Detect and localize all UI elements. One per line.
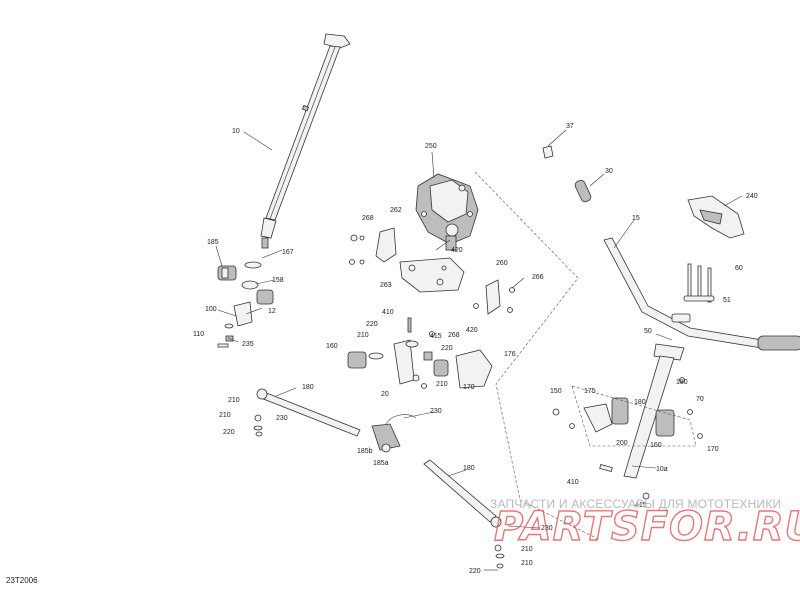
part-drawings: [217, 33, 800, 569]
steering-column-lower: [599, 343, 685, 500]
watermark: ЗАПЧАСТИ И АКСЕССУАРЫ ДЛЯ МОТОТЕХНИКИ PA…: [490, 497, 800, 551]
power-steering-unit: [415, 173, 479, 251]
callout-label: 180: [676, 379, 688, 386]
callout-label: 263: [380, 282, 392, 289]
callout-label: 160: [650, 442, 662, 449]
callout-label: 415: [430, 333, 442, 340]
steering-column-upper: [260, 33, 351, 249]
callout-label: 175: [584, 388, 596, 395]
callout-label: 268: [448, 332, 460, 339]
assembly-outline-center: [474, 171, 601, 541]
callout-label: 170: [707, 446, 719, 453]
callout-label: 50: [644, 328, 652, 335]
callout-label: 250: [425, 143, 437, 150]
leader-lines: [215, 129, 743, 571]
callout-labels: 10 250 37 30 240 15 268 262 420 260 266 …: [193, 123, 758, 575]
callout-label: 410: [382, 309, 394, 316]
callout-label: 220: [223, 429, 235, 436]
callout-label: 170: [463, 384, 475, 391]
callout-label: 10: [232, 128, 240, 135]
callout-label: 20: [381, 391, 389, 398]
bracket-262: [349, 227, 397, 265]
callout-label: 185: [207, 239, 219, 246]
callout-label: 30: [605, 168, 613, 175]
callout-label: 185b: [357, 448, 373, 455]
callout-label: 15: [632, 215, 640, 222]
callout-label: 110: [193, 331, 204, 338]
callout-label: 200: [616, 440, 628, 447]
callout-label: 230: [430, 408, 442, 415]
callout-label: 220: [469, 568, 481, 575]
callout-label: 240: [746, 193, 758, 200]
callout-label: 210: [436, 381, 448, 388]
callout-label: 210: [521, 546, 533, 553]
handlebar: [603, 237, 800, 351]
tie-rod-right: [423, 459, 505, 569]
callout-label: 220: [441, 345, 453, 352]
callout-label: 180: [463, 465, 475, 472]
callout-label: 420: [466, 327, 478, 334]
callout-label: 262: [390, 207, 402, 214]
callout-label: 70: [696, 396, 704, 403]
column-support-parts: [217, 261, 274, 348]
callout-label: 268: [362, 215, 374, 222]
callout-label: 210: [219, 412, 231, 419]
callout-label: 12: [268, 308, 276, 315]
callout-label: 210: [228, 397, 240, 404]
callout-label: 230: [541, 525, 553, 532]
callout-label: 260: [496, 260, 508, 267]
callout-label: 266: [532, 274, 544, 281]
watermark-logo: PARTSFOR.RU: [494, 504, 800, 550]
callout-label: 420: [451, 247, 463, 254]
mount-plate-263: [399, 257, 465, 293]
callout-label: 51: [723, 297, 731, 304]
watermark-caption: ЗАПЧАСТИ И АКСЕССУАРЫ ДЛЯ МОТОТЕХНИКИ: [490, 497, 781, 511]
callout-label: 150: [550, 388, 562, 395]
callout-label: 37: [566, 123, 574, 130]
tie-rod-left: [253, 388, 361, 437]
callout-label: 235: [242, 341, 254, 348]
handlebar-grip: [542, 145, 592, 203]
column-lower-parts: [347, 317, 493, 389]
callout-label: 410: [567, 479, 579, 486]
handlebar-cover: [687, 195, 745, 239]
callout-label: 230: [276, 415, 288, 422]
callout-label: 210: [357, 332, 369, 339]
assembly-outline-right: [571, 385, 697, 447]
pitman-arm: [371, 414, 417, 453]
column-bearing-parts: [552, 377, 703, 439]
diagram-code: 23T2006: [6, 576, 38, 585]
callout-label: 180: [302, 384, 314, 391]
callout-label: 100: [205, 306, 217, 313]
callout-label: 180: [634, 399, 646, 406]
callout-label: 167: [282, 249, 294, 256]
callout-label: 220: [366, 321, 378, 328]
callout-label: 10a: [656, 466, 668, 473]
bracket-260: [473, 279, 515, 315]
callout-label: 176: [504, 351, 516, 358]
callout-label: 160: [326, 343, 338, 350]
callout-label: 415: [635, 502, 647, 509]
callout-label: 210: [521, 560, 533, 567]
callout-label: 60: [735, 265, 743, 272]
callout-label: 185a: [373, 460, 389, 467]
handlebar-clamp-bolts: [683, 263, 715, 303]
callout-label: 158: [272, 277, 284, 284]
